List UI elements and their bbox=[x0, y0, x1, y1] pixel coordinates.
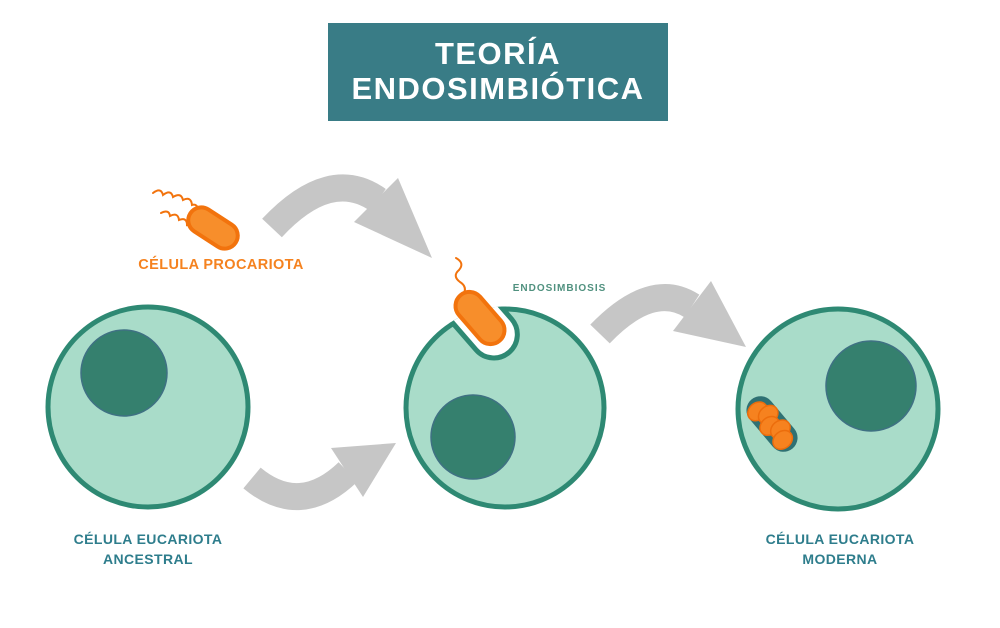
ancestral-eukaryote-label-line2: ANCESTRAL bbox=[103, 551, 193, 568]
ancestral-eukaryote-label-line1: CÉLULA EUCARIOTA bbox=[73, 531, 223, 547]
nucleus-icon bbox=[430, 394, 516, 480]
modern-eukaryote-label-line2: MODERNA bbox=[802, 551, 878, 568]
arrow-intermediate-to-modern-icon bbox=[590, 281, 746, 347]
title-line-1: TEORÍA bbox=[434, 36, 562, 72]
title-banner: TEORÍA ENDOSIMBIÓTICA bbox=[328, 23, 668, 121]
nucleus-icon bbox=[80, 329, 168, 417]
arrow-ancestral-to-intermediate-icon bbox=[243, 443, 396, 511]
arrow-prokaryote-to-cell-icon bbox=[262, 174, 432, 258]
endosymbiosis-label: endosimbiosis bbox=[512, 278, 607, 294]
flagellum-icon bbox=[454, 257, 466, 296]
modern-eukaryote-label: CÉLULA EUCARIOTA MODERNA bbox=[740, 529, 940, 570]
intermediate-eukaryote-cell-icon bbox=[403, 257, 607, 510]
modern-eukaryote-label-line1: CÉLULA EUCARIOTA bbox=[765, 531, 915, 547]
ancestral-eukaryote-label: CÉLULA EUCARIOTA ANCESTRAL bbox=[48, 529, 248, 570]
mitochondrion-icon bbox=[746, 396, 798, 452]
nucleus-icon bbox=[825, 340, 917, 432]
prokaryote-cell-label: CÉLULA PROCARIOTA bbox=[138, 257, 304, 273]
prokaryote-bacterium-icon bbox=[152, 189, 240, 251]
title-line-2: ENDOSIMBIÓTICA bbox=[351, 71, 645, 106]
engulfed-bacterium-icon bbox=[453, 257, 507, 347]
flagellum-icon bbox=[152, 189, 200, 212]
ancestral-eukaryote-cell-icon bbox=[45, 304, 251, 510]
modern-eukaryote-cell-icon bbox=[735, 306, 941, 512]
